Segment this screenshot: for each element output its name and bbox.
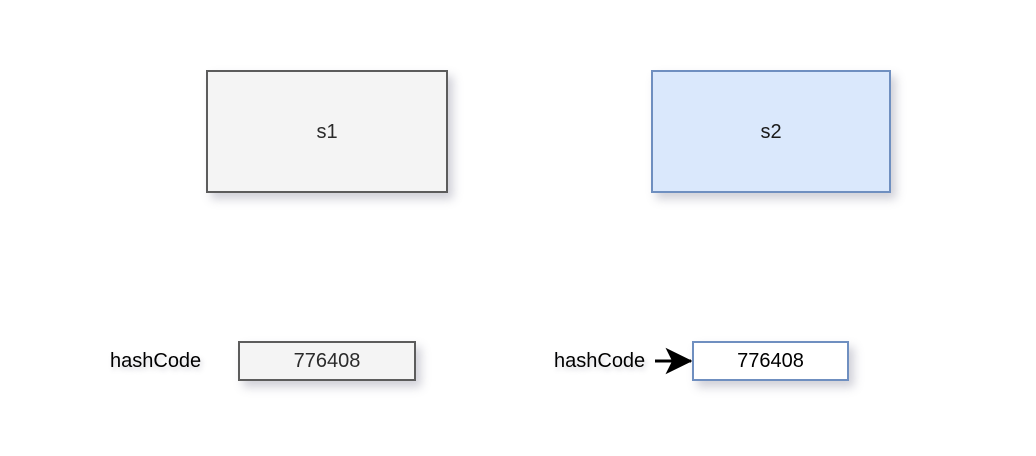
- hashcode-value-s2: 776408: [737, 350, 804, 372]
- node-s2-label: s2: [760, 120, 782, 143]
- node-s1-label: s1: [316, 120, 338, 143]
- node-s2[interactable]: s2: [651, 70, 891, 193]
- hashcode-label-left: hashCode: [110, 350, 202, 372]
- hashcode-value-s1: 776408: [293, 350, 361, 372]
- node-s1[interactable]: s1: [206, 70, 448, 193]
- node-hashcode-value-s1[interactable]: 776408: [238, 341, 416, 381]
- hashcode-label-right: hashCode: [554, 350, 646, 372]
- node-hashcode-value-s2[interactable]: 776408: [692, 341, 849, 381]
